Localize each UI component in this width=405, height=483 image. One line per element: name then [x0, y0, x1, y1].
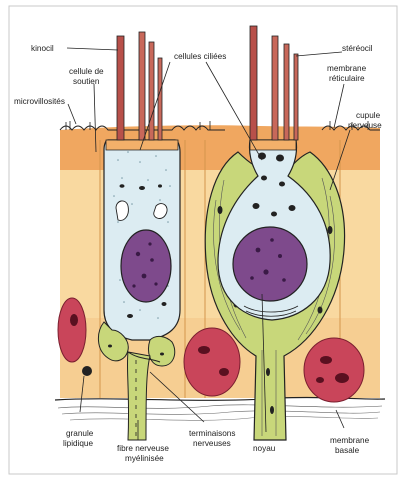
label-noyau: noyau: [253, 444, 276, 453]
label-stereocil: stéréocil: [342, 44, 373, 53]
label-membrane-basale-line1: membrane: [330, 436, 370, 445]
label-membrane-basale-line2: basale: [335, 446, 360, 455]
label-membrane-reticulaire-line1: membrane: [327, 64, 367, 73]
lipid-granule: [82, 366, 92, 376]
label-fibre-nerveuse-line1: fibre nerveuse: [117, 444, 169, 453]
label-microvillosites: microvillosités: [14, 97, 65, 106]
label-terminaisons-nerveuses-line1: terminaisons: [189, 429, 235, 438]
label-cellule-de-soutien-line1: cellule de: [69, 67, 104, 76]
label-terminaisons-nerveuses-line2: nerveuses: [193, 439, 231, 448]
label-kinocil: kinocil: [31, 44, 54, 53]
label-cupule-nerveuse-line2: nerveuse: [348, 121, 382, 130]
label-cellules-ciliees: cellules ciliées: [174, 52, 226, 61]
label-granule-lipidique-line1: granule: [66, 429, 94, 438]
label-cupule-nerveuse-line1: cupule: [356, 111, 381, 120]
label-cellule-de-soutien-line2: soutien: [73, 77, 100, 86]
label-granule-lipidique-line2: lipidique: [63, 439, 93, 448]
label-fibre-nerveuse-line2: myélinisée: [125, 454, 164, 463]
hair-cell-type-2: [104, 140, 180, 340]
label-membrane-reticulaire-line2: réticulaire: [329, 74, 365, 83]
